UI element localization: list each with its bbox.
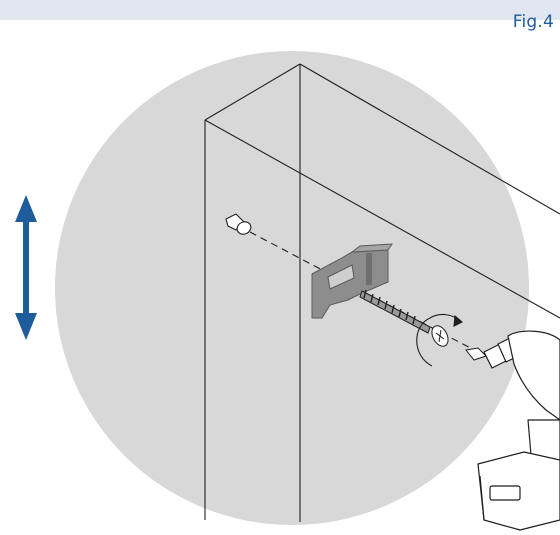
- double-headed-vertical-arrow-icon: [15, 195, 37, 340]
- cabinet-outline: [204, 63, 560, 522]
- wall-plug-icon: [225, 213, 252, 235]
- figure-label: Fig.4: [512, 12, 554, 32]
- cordless-drill-icon: [477, 330, 560, 531]
- detail-circle: [55, 51, 529, 525]
- rotation-arrow-icon: [416, 313, 463, 367]
- mounting-bracket-icon: [311, 243, 393, 319]
- screw-icon: [359, 289, 449, 347]
- watermark: [0, 0, 560, 20]
- dashed-guide-line: [249, 231, 479, 353]
